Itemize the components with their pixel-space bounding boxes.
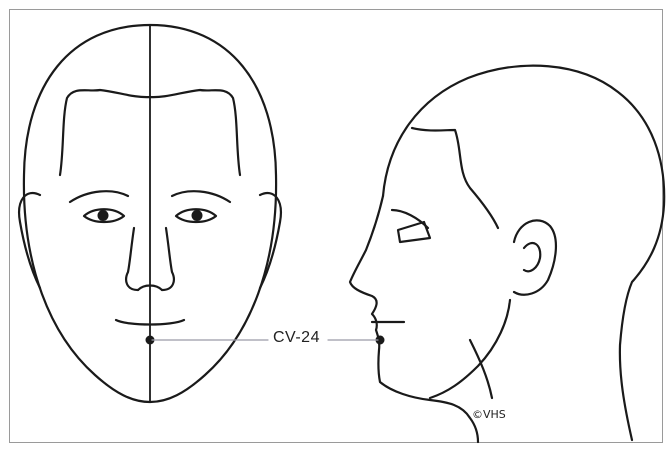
front-right-ear [260, 193, 281, 288]
side-head [350, 66, 664, 442]
side-eye [398, 222, 430, 242]
side-jaw [430, 300, 510, 398]
front-nose-left [126, 228, 138, 290]
front-right-brow [172, 191, 230, 202]
front-left-pupil [98, 210, 109, 221]
front-nose-right [162, 228, 174, 290]
side-neck [470, 340, 492, 398]
side-head-outline [383, 66, 664, 440]
front-left-brow [70, 191, 128, 202]
side-hairline [412, 128, 498, 228]
front-right-pupil [192, 210, 203, 221]
front-left-ear [19, 193, 40, 288]
acupoint-label: CV-24 [270, 329, 323, 347]
copyright-mark: ©VHS [472, 408, 506, 421]
side-face-profile [350, 196, 478, 442]
side-ear-inner [524, 243, 540, 271]
front-head [19, 25, 281, 402]
side-ear [514, 220, 556, 294]
